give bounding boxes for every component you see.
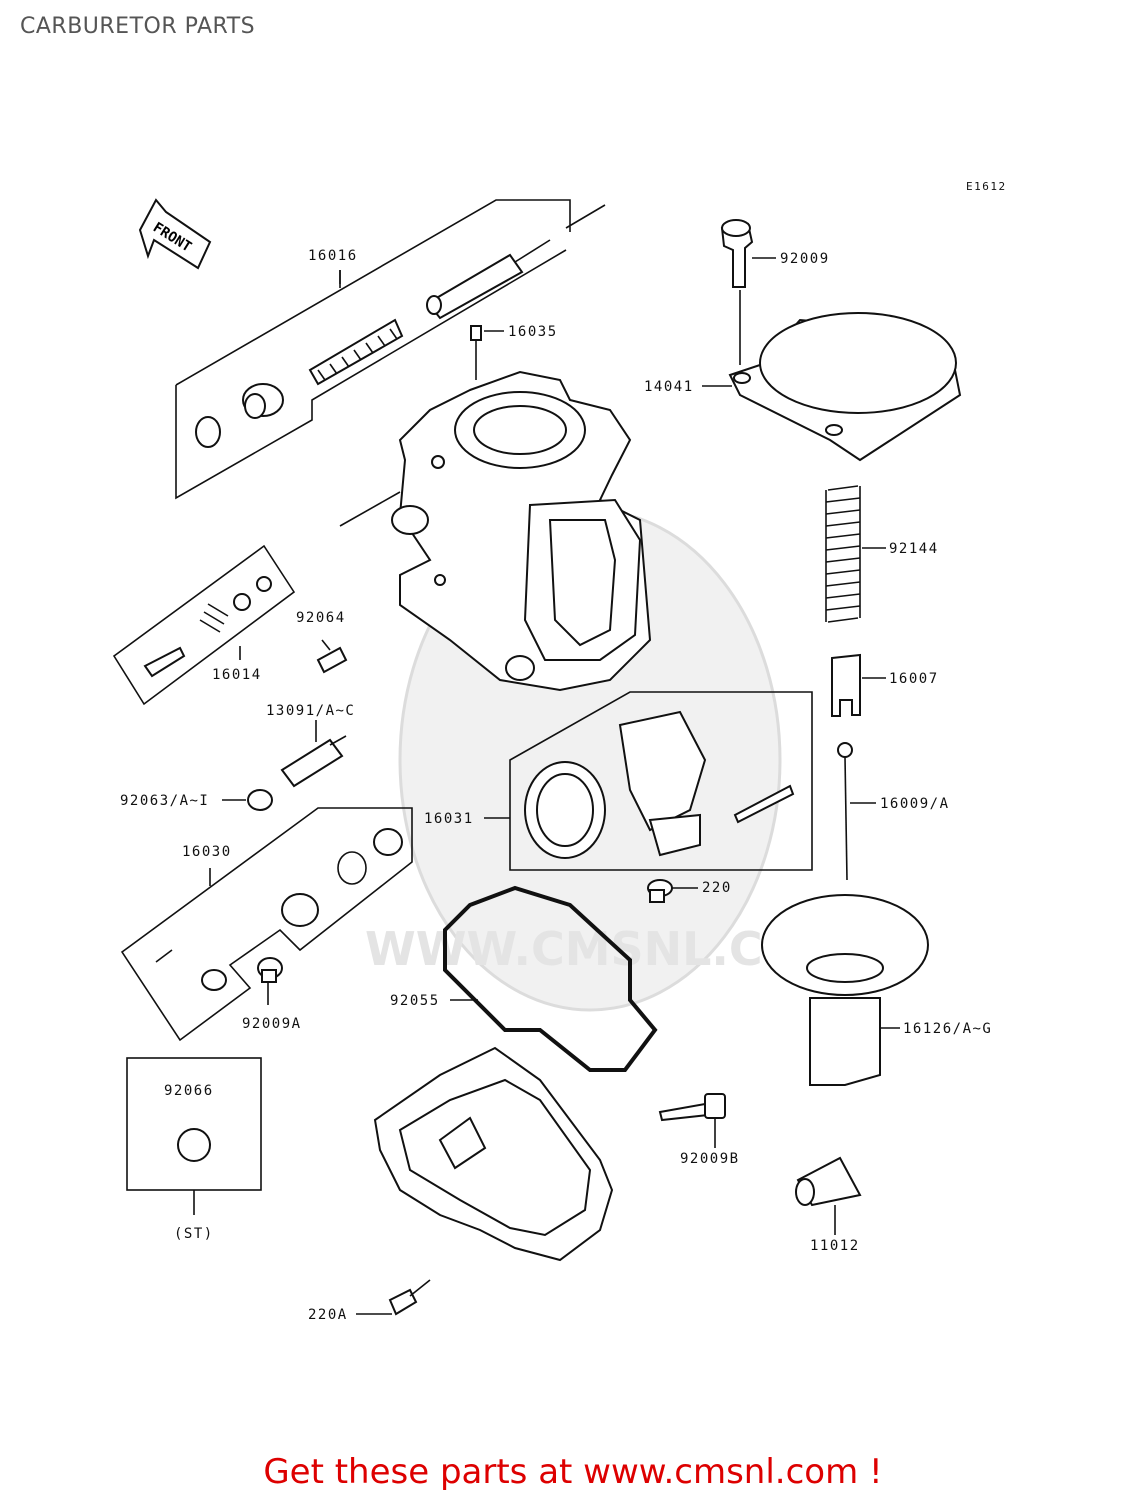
part-16030-group: [120, 807, 413, 1042]
callout-16031: 16031: [424, 811, 474, 827]
part-92009-screw: [720, 219, 754, 365]
callout-92144: 92144: [889, 541, 939, 557]
part-16014-group: [112, 544, 296, 706]
part-float-bowl: [373, 1046, 614, 1262]
part-16007-holder: [831, 653, 861, 717]
callout-16016: 16016: [308, 248, 358, 264]
leader-lines: [222, 257, 900, 1315]
callout-92009B: 92009B: [680, 1151, 740, 1167]
part-16031-group: [509, 691, 813, 871]
callout-16126: 16126/A~G: [903, 1021, 992, 1037]
part-92009A: [257, 957, 283, 1005]
part-92064: [316, 646, 348, 674]
part-92055-gasket: [443, 885, 658, 1072]
part-11012-cap: [795, 1156, 862, 1207]
part-220A-screw: [388, 1279, 431, 1316]
callout-16035: 16035: [508, 324, 558, 340]
front-arrow-icon: FRONT: [138, 198, 212, 270]
part-92009B-screw: [658, 1093, 726, 1122]
callout-220: 220: [702, 880, 732, 896]
part-16009-needle: [837, 742, 853, 881]
callout-11012: 11012: [810, 1238, 860, 1254]
callout-220A: 220A: [308, 1307, 348, 1323]
callout-13091: 13091/A~C: [266, 703, 355, 719]
callout-st: (ST): [174, 1226, 214, 1242]
part-16126-piston: [761, 894, 929, 1086]
callout-92055: 92055: [390, 993, 440, 1009]
callout-16014: 16014: [212, 667, 262, 683]
part-14041-top-cover: [728, 312, 962, 462]
part-13091: [280, 720, 347, 788]
part-92144-spring: [825, 485, 861, 623]
callout-92064: 92064: [296, 610, 346, 626]
page-title: CARBURETOR PARTS: [20, 14, 256, 39]
callout-92009: 92009: [780, 251, 830, 267]
callout-16009: 16009/A: [880, 796, 950, 812]
callout-92009A: 92009A: [242, 1016, 302, 1032]
callout-92063: 92063/A~I: [120, 793, 209, 809]
part-92066-group: [126, 1057, 262, 1215]
callout-labels: 16016 16035 92009 14041 92144 16014 9206…: [120, 248, 992, 1323]
cmsnl-link[interactable]: Get these parts at www.cmsnl.com !: [263, 1452, 883, 1492]
callout-92066: 92066: [164, 1083, 214, 1099]
carburetor-body: [339, 370, 652, 692]
callout-16007: 16007: [889, 671, 939, 687]
callout-14041: 14041: [644, 379, 694, 395]
part-92063: [247, 789, 273, 811]
footer-cta: Get these parts at www.cmsnl.com !: [0, 1452, 1146, 1492]
exploded-parts-diagram: WWW.CMSNL.COM FRONT E1612: [112, 180, 1007, 1323]
part-16016-group: [175, 199, 606, 500]
figure-code: E1612: [966, 180, 1007, 193]
callout-16030: 16030: [182, 844, 232, 860]
